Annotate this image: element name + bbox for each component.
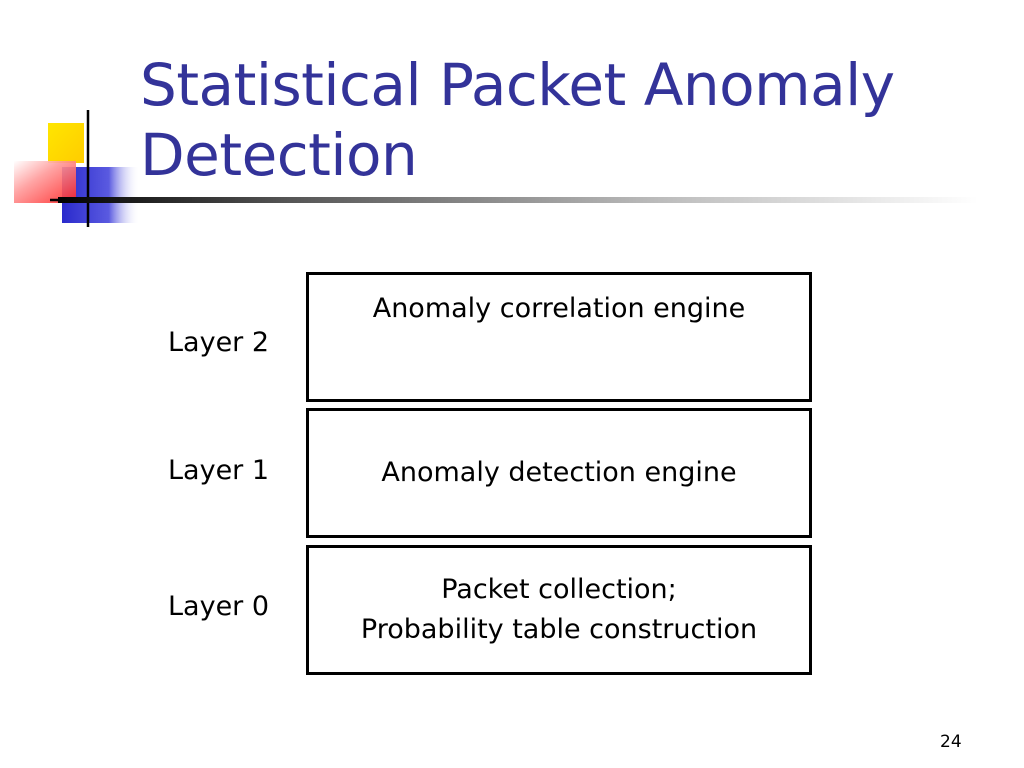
- slide-title-line-2: Detection: [140, 121, 418, 189]
- layer-2-box: Anomaly correlation engine: [306, 272, 812, 402]
- decorative-squares-logo: [14, 110, 140, 227]
- layer-1-label: Layer 1: [168, 455, 270, 486]
- layer-0-box-text-line-1: Packet collection;: [441, 574, 677, 605]
- layer-0-label: Layer 0: [168, 591, 270, 622]
- layer-1-box: Anomaly detection engine: [306, 408, 812, 538]
- layer-0-box: Packet collection; Probability table con…: [306, 545, 812, 675]
- logo-red-square: [14, 161, 76, 203]
- layer-1-box-text: Anomaly detection engine: [381, 457, 737, 488]
- slide-title: Statistical Packet Anomaly Detection: [140, 50, 895, 190]
- layer-2-label: Layer 2: [168, 327, 270, 358]
- logo-yellow-square: [48, 123, 84, 163]
- layer-2-box-text: Anomaly correlation engine: [372, 293, 746, 324]
- page-number: 24: [940, 732, 962, 752]
- title-underline-rule: [58, 197, 978, 203]
- slide-title-line-1: Statistical Packet Anomaly: [140, 51, 895, 119]
- layer-0-box-text-line-2: Probability table construction: [360, 614, 758, 645]
